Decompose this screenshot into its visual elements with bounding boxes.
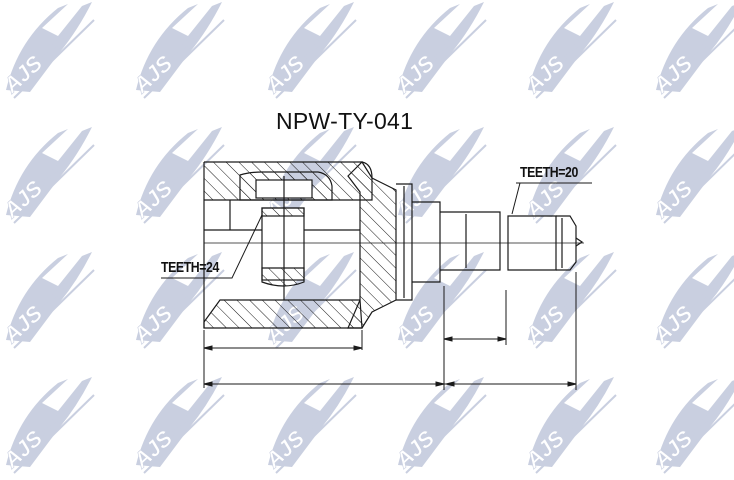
part-number-title: NPW-TY-041 (276, 108, 414, 134)
housing-bottom-wall (203, 299, 363, 329)
flange (396, 183, 413, 301)
teeth-24-label: TEETH=24 (161, 259, 219, 276)
leader-teeth-24 (161, 214, 263, 279)
stub-shaft (412, 201, 441, 283)
teeth-20-label: TEETH=20 (520, 164, 578, 181)
leader-teeth-20 (511, 182, 592, 215)
dimension-lines (203, 272, 577, 390)
